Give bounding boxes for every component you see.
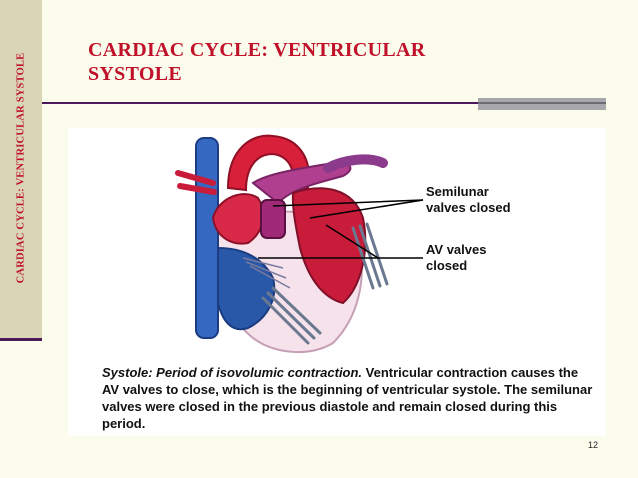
callout-av: AV valves closed xyxy=(426,242,486,274)
callout-semilunar: Semilunar valves closed xyxy=(426,184,511,216)
callout-av-line2: closed xyxy=(426,258,468,273)
coronary-vessels-bottom xyxy=(261,286,322,345)
title-rule xyxy=(42,102,606,104)
semilunar-valve xyxy=(260,199,286,239)
side-title: CARDIAC CYCLE: VENTRICULAR SYSTOLE xyxy=(15,52,27,284)
slide-title-line2: SYSTOLE xyxy=(88,63,183,85)
accent-bar xyxy=(478,98,606,110)
aorta xyxy=(226,134,310,192)
pulmonary-vein-left xyxy=(175,170,217,195)
pointer-av xyxy=(258,224,423,259)
pulmonary-artery-right xyxy=(323,154,388,173)
heart-illustration xyxy=(175,134,424,354)
heart-figure: Semilunar valves closed AV valves closed… xyxy=(68,128,606,436)
slide-title-line1: CARDIAC CYCLE: VENTRICULAR xyxy=(88,39,426,61)
left-ventricle xyxy=(291,187,367,305)
pointer-semilunar xyxy=(272,199,424,219)
callout-semilunar-line2: valves closed xyxy=(426,200,511,215)
side-band xyxy=(0,0,42,340)
page-number: 12 xyxy=(588,440,599,450)
caption-lead: Systole: Period of isovolumic contractio… xyxy=(102,365,363,380)
av-valve-cords xyxy=(242,257,291,289)
vena-cava xyxy=(195,137,219,339)
callout-av-line1: AV valves xyxy=(426,242,487,257)
side-rule xyxy=(0,338,42,341)
slide-title: CARDIAC CYCLE: VENTRICULAR SYSTOLE xyxy=(88,38,468,86)
callout-semilunar-line1: Semilunar xyxy=(426,184,489,199)
figure-caption: Systole: Period of isovolumic contractio… xyxy=(102,364,598,432)
caption-body: Ventricular contraction causes the AV va… xyxy=(102,365,593,431)
